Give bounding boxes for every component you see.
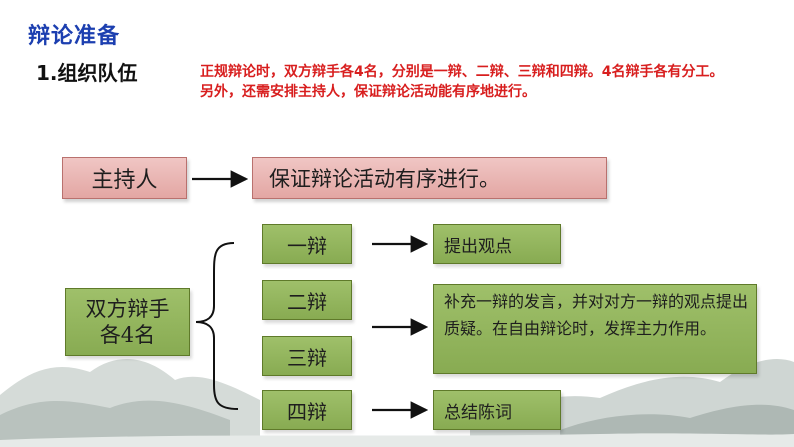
intro-paragraph: 正规辩论时，双方辩手各4名，分别是一辩、二辩、三辩和四辩。4名辩手各有分工。另外… bbox=[200, 64, 724, 100]
debaters-label-line1: 双方辩手 bbox=[85, 297, 170, 321]
role-second-debater: 二辩 bbox=[262, 280, 352, 320]
debaters-label-line2: 各4名 bbox=[99, 323, 156, 347]
duty-first-debater: 提出观点 bbox=[433, 224, 561, 264]
debaters-brace bbox=[195, 242, 239, 410]
role-first-debater: 一辩 bbox=[262, 224, 352, 264]
slide-title: 辩论准备 bbox=[28, 24, 121, 49]
debaters-box: 双方辩手 各4名 bbox=[65, 288, 190, 356]
section-heading: 1.组织队伍 bbox=[36, 61, 138, 85]
host-box: 主持人 bbox=[62, 157, 187, 199]
host-description-box: 保证辩论活动有序进行。 bbox=[252, 157, 607, 199]
duty-second-third-debaters: 补充一辩的发言，并对对方一辩的观点提出质疑。在自由辩论时，发挥主力作用。 bbox=[433, 284, 757, 374]
duty-fourth-debater: 总结陈词 bbox=[433, 390, 561, 430]
role-third-debater: 三辩 bbox=[262, 336, 352, 376]
role-fourth-debater: 四辩 bbox=[262, 390, 352, 430]
